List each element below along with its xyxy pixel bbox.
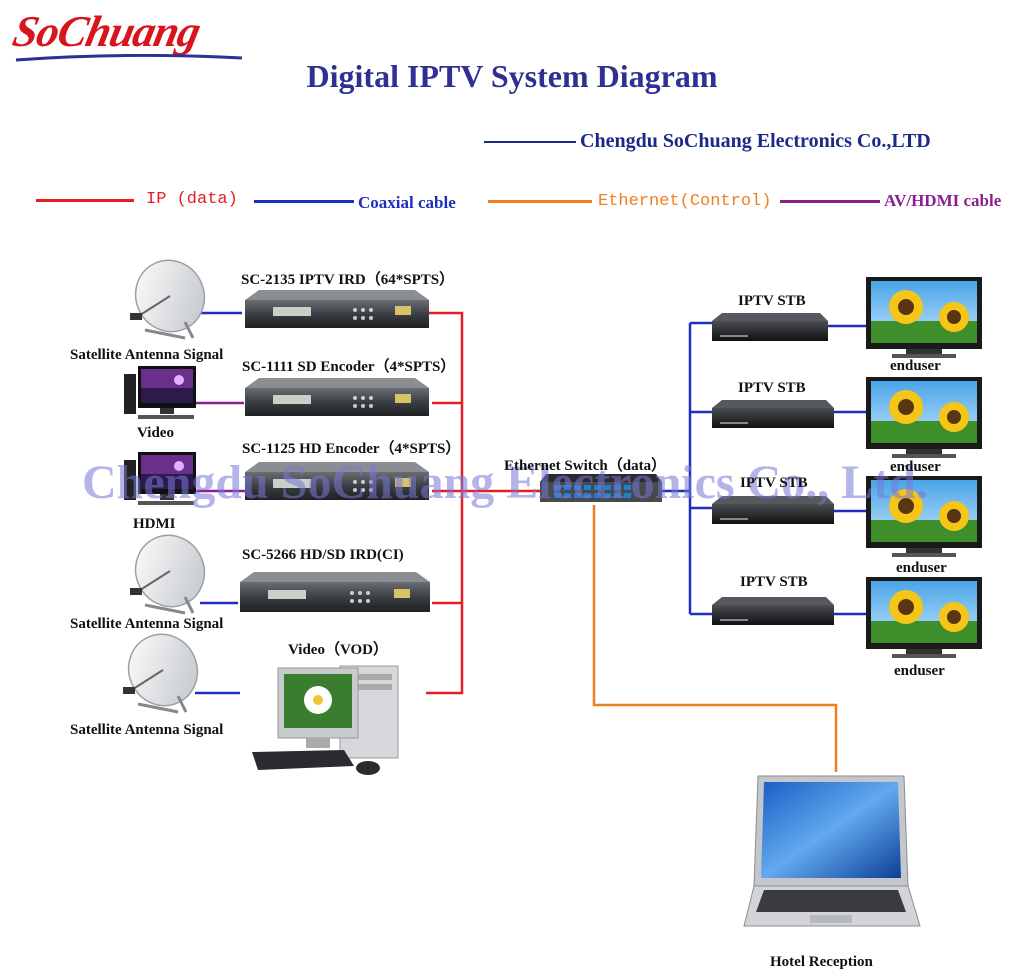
legend-ip-line bbox=[36, 199, 134, 202]
hotel-reception-label: Hotel Reception bbox=[770, 954, 873, 970]
satellite-dish-icon bbox=[130, 259, 206, 340]
legend-avhdmi-line bbox=[780, 200, 880, 203]
enduser-label-4: enduser bbox=[894, 663, 945, 679]
source-label-satellite-2: Satellite Antenna Signal bbox=[70, 616, 224, 632]
stb-box-icon bbox=[712, 400, 834, 428]
switch-tree bbox=[660, 321, 866, 616]
device-label-sc5266: SC-5266 HD/SD IRD(CI) bbox=[242, 547, 404, 563]
legend-ip-label: IP (data) bbox=[146, 190, 238, 209]
laptop-icon bbox=[743, 775, 921, 927]
tv-sunflower-icon bbox=[866, 277, 982, 358]
rack-device-sc1111 bbox=[245, 378, 429, 416]
company-name: Chengdu SoChuang Electronics Co.,LTD bbox=[580, 130, 931, 152]
stb-label-4: IPTV STB bbox=[740, 574, 808, 590]
source-label-satellite-1: Satellite Antenna Signal bbox=[70, 347, 224, 363]
rack-device-sc5266 bbox=[240, 572, 430, 612]
rack-device-sc2135 bbox=[245, 290, 429, 328]
stb-label-1: IPTV STB bbox=[738, 293, 806, 309]
tv-sunflower-icon bbox=[866, 577, 982, 658]
tv-sunflower-icon bbox=[866, 377, 982, 458]
rack-device-sc1125 bbox=[245, 462, 429, 500]
stb-box-icon bbox=[712, 597, 834, 625]
sochuang-logo: SoChuang bbox=[9, 6, 244, 68]
source-label-satellite-3: Satellite Antenna Signal bbox=[70, 722, 224, 738]
device-label-vod: Video（VOD） bbox=[288, 642, 388, 658]
stb-box-icon bbox=[712, 496, 834, 524]
diagram-title: Digital IPTV System Diagram bbox=[306, 58, 718, 94]
stb-label-3: IPTV STB bbox=[740, 475, 808, 491]
ethernet-link bbox=[592, 505, 838, 772]
ip-bus bbox=[426, 311, 540, 695]
stb-label-2: IPTV STB bbox=[738, 380, 806, 396]
pc-video-icon bbox=[124, 366, 196, 419]
satellite-dish-icon bbox=[123, 633, 199, 714]
legend-ethernet-label: Ethernet(Control) bbox=[598, 192, 772, 211]
stb-box-icon bbox=[712, 313, 828, 341]
logo-swoosh bbox=[15, 54, 243, 62]
legend-coax-line bbox=[254, 200, 354, 203]
source-label-video: Video bbox=[137, 425, 174, 441]
enduser-label-1: enduser bbox=[890, 358, 941, 374]
coax-links bbox=[195, 311, 242, 695]
legend-coax-label: Coaxial cable bbox=[358, 193, 456, 212]
enduser-label-2: enduser bbox=[890, 459, 941, 475]
device-label-sc1125: SC-1125 HD Encoder（4*SPTS） bbox=[242, 441, 461, 457]
satellite-dish-icon bbox=[130, 534, 206, 615]
ethernet-switch-icon bbox=[540, 474, 662, 502]
legend-avhdmi-label: AV/HDMI cable bbox=[884, 191, 1002, 210]
switch-label: Ethernet Switch（data） bbox=[504, 458, 667, 474]
enduser-label-3: enduser bbox=[896, 560, 947, 576]
legend-ethernet-line bbox=[488, 200, 592, 203]
device-label-sc1111: SC-1111 SD Encoder（4*SPTS） bbox=[242, 359, 456, 375]
device-label-sc2135: SC-2135 IPTV IRD（64*SPTS） bbox=[241, 272, 455, 288]
source-label-hdmi: HDMI bbox=[133, 516, 176, 532]
tv-sunflower-icon bbox=[866, 476, 982, 557]
av-links bbox=[196, 401, 246, 493]
pc-hdmi-icon bbox=[124, 452, 196, 505]
vod-server-icon bbox=[252, 665, 399, 775]
company-rule bbox=[484, 141, 576, 143]
